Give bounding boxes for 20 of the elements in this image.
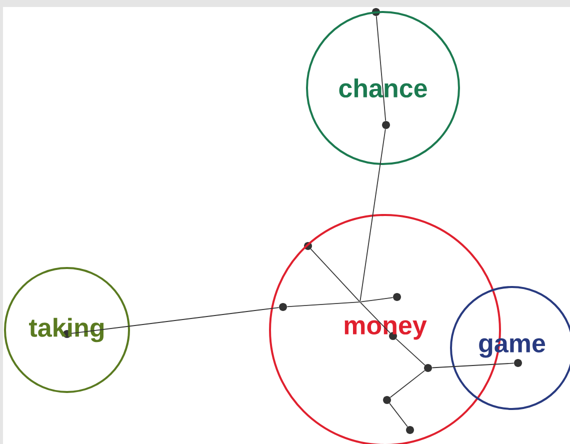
dot	[279, 303, 287, 311]
dot	[372, 8, 380, 16]
dot	[382, 121, 390, 129]
connector-line	[396, 338, 426, 366]
dot	[424, 364, 432, 372]
connector-line	[376, 16, 386, 122]
dot	[406, 426, 414, 434]
connector-line	[310, 248, 360, 302]
dot	[383, 396, 391, 404]
connector-line	[389, 402, 408, 428]
connector-line	[360, 128, 386, 302]
connector-line	[390, 370, 426, 398]
dot	[514, 359, 522, 367]
dot	[393, 293, 401, 301]
connector-line	[70, 307, 280, 334]
connector-line	[360, 297, 394, 302]
dot	[63, 330, 71, 338]
dot	[304, 242, 312, 250]
connector-line	[286, 302, 360, 308]
connector-line	[432, 362, 514, 368]
